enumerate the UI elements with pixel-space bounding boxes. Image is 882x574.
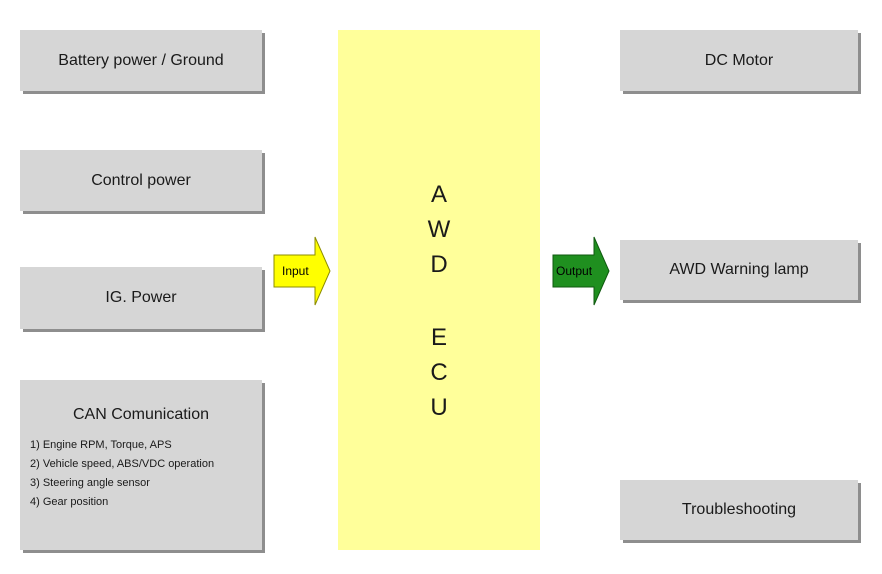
can-signal-item: 2) Vehicle speed, ABS/VDC operation	[30, 458, 215, 470]
ecu-letter: C	[430, 359, 448, 386]
output-troubleshooting-box: Troubleshooting	[620, 480, 858, 540]
input-ig-power-box: IG. Power	[20, 267, 262, 329]
output-warning-lamp-label: AWD Warning lamp	[669, 261, 809, 278]
input-arrow-icon	[273, 236, 331, 306]
input-arrow-label: Input	[282, 264, 309, 278]
can-signal-item: 4) Gear position	[30, 496, 109, 508]
output-dc-motor-box: DC Motor	[620, 30, 858, 91]
input-battery-power-label: Battery power / Ground	[58, 51, 224, 69]
output-troubleshooting-label: Troubleshooting	[681, 501, 797, 518]
output-arrow-label: Output	[556, 264, 593, 278]
input-control-power-label: Control power	[91, 171, 191, 189]
input-control-power-box: Control power	[20, 150, 262, 211]
can-signal-item: 1) Engine RPM, Torque, APS	[30, 439, 172, 451]
awd-ecu-block: A W D E C U	[338, 30, 540, 550]
ecu-letter: U	[430, 394, 448, 421]
output-warning-lamp-box: AWD Warning lamp	[620, 240, 858, 300]
output-dc-motor-label: DC Motor	[704, 51, 774, 69]
input-battery-power-box: Battery power / Ground	[20, 30, 262, 91]
input-ig-power-label: IG. Power	[105, 289, 177, 306]
ecu-letter: A	[430, 181, 447, 208]
input-arrow-shape	[273, 236, 331, 306]
output-arrow-shape	[552, 236, 610, 306]
can-communication-box: CAN Comunication 1) Engine RPM, Torque, …	[20, 380, 262, 550]
ecu-letter: W	[427, 216, 451, 243]
can-title: CAN Comunication	[72, 406, 210, 423]
can-signal-item: 3) Steering angle sensor	[30, 477, 150, 489]
ecu-letter: E	[430, 324, 447, 351]
output-arrow-icon	[552, 236, 610, 306]
ecu-letter: D	[430, 251, 448, 278]
can-signal-list: 1) Engine RPM, Torque, APS 2) Vehicle sp…	[20, 436, 214, 512]
